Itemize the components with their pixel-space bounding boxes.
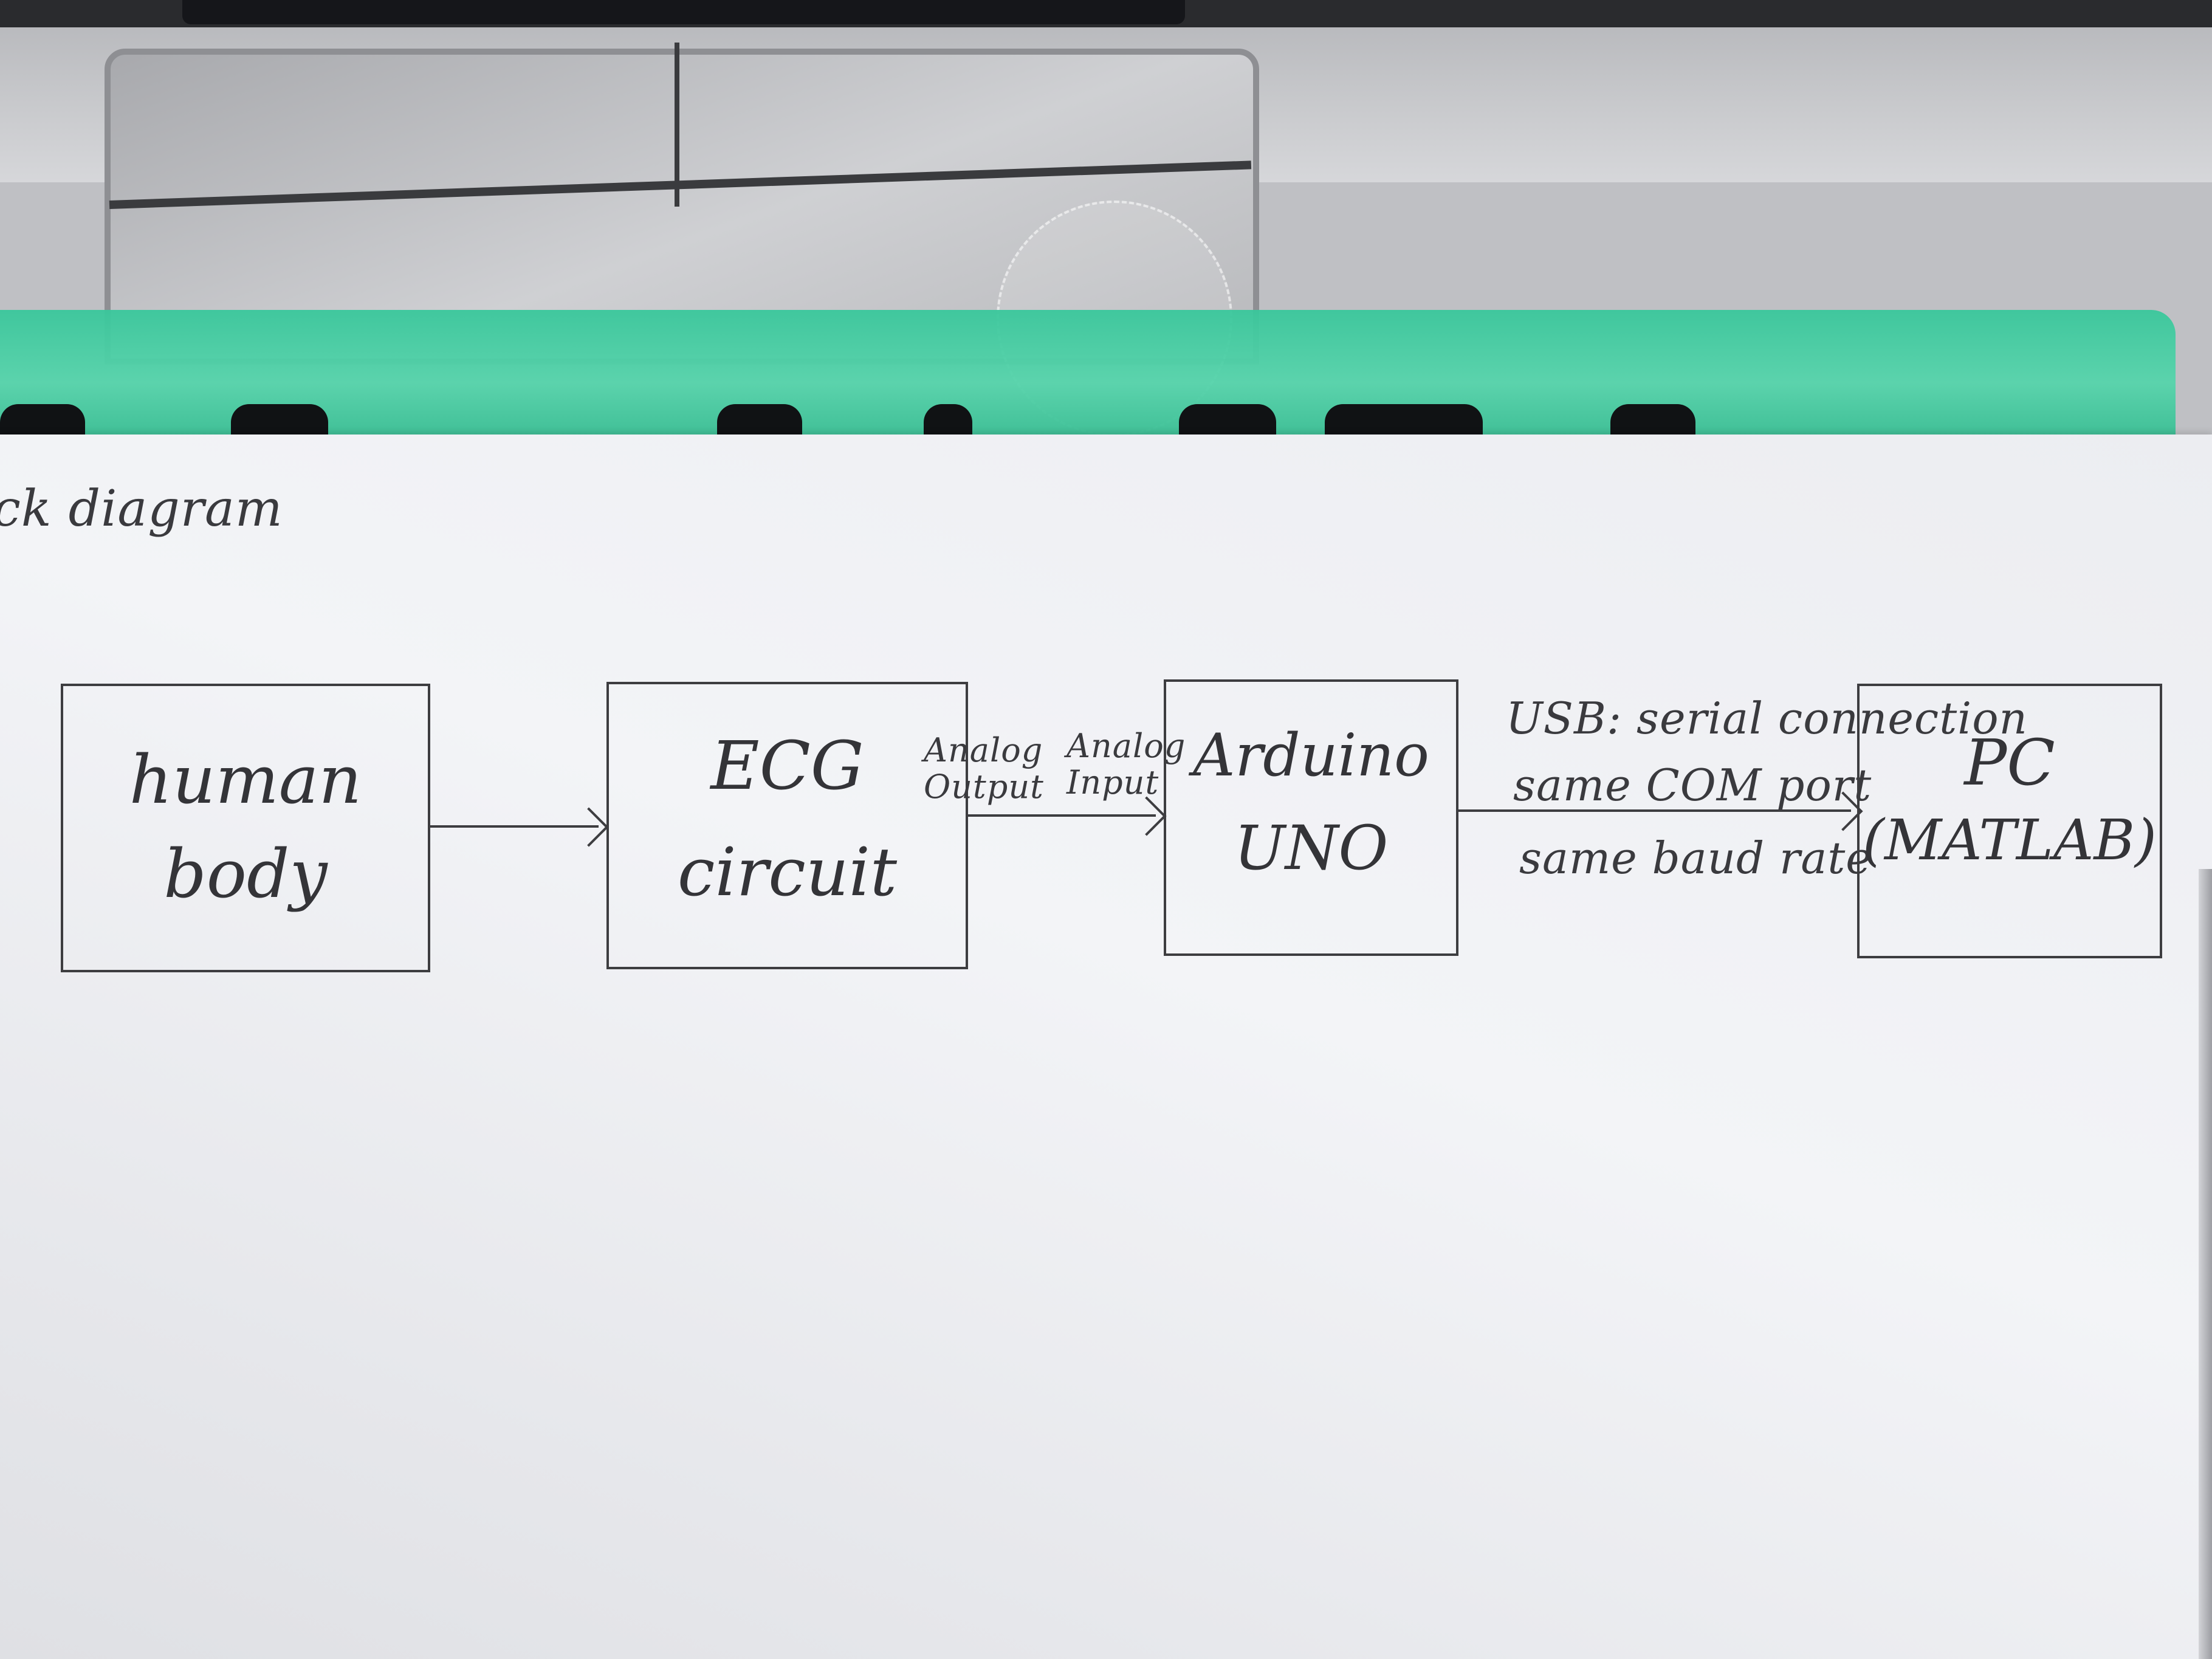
- analog-output-line1: Analog: [924, 731, 1043, 769]
- usb-com-port-label: same COM port: [1513, 760, 1872, 811]
- diagram-title: ck diagram: [0, 480, 283, 538]
- green-folder: [0, 310, 2176, 456]
- block-label-line2: circuit: [677, 833, 898, 911]
- block-pc-matlab: PC (MATLAB): [1857, 684, 2162, 958]
- block-ecg-circuit: ECG circuit: [606, 682, 968, 969]
- block-label-line1: ECG: [710, 727, 864, 805]
- analog-input-line2: Input: [1066, 763, 1159, 802]
- usb-connection-label: USB: serial connection: [1506, 693, 2028, 744]
- usb-baud-rate-label: same baud rate: [1519, 833, 1872, 884]
- block-human-body: human body: [61, 684, 430, 972]
- paper-sheet: [0, 434, 2212, 1659]
- arrow-ecg-to-arduino: [966, 814, 1156, 817]
- arrow-arduino-to-pc: [1457, 809, 1851, 812]
- block-label-line2: body: [163, 835, 328, 913]
- trackpad-button-divider: [675, 43, 679, 207]
- block-label-line1: Arduino: [1193, 721, 1429, 789]
- analog-output-line2: Output: [924, 768, 1044, 806]
- block-label-line1: human: [129, 741, 362, 819]
- block-label-line2: (MATLAB): [1863, 808, 2157, 873]
- block-arduino-uno: Arduino UNO: [1164, 679, 1458, 956]
- arrow-human-to-ecg: [428, 825, 599, 828]
- analog-output-label: Analog Output: [924, 732, 1044, 805]
- block-label-line2: UNO: [1234, 812, 1389, 884]
- block-label-line1: PC: [1964, 726, 2055, 800]
- laptop-keyboard-edge: [0, 0, 2212, 27]
- paper-edge-shadow: [2199, 869, 2212, 1659]
